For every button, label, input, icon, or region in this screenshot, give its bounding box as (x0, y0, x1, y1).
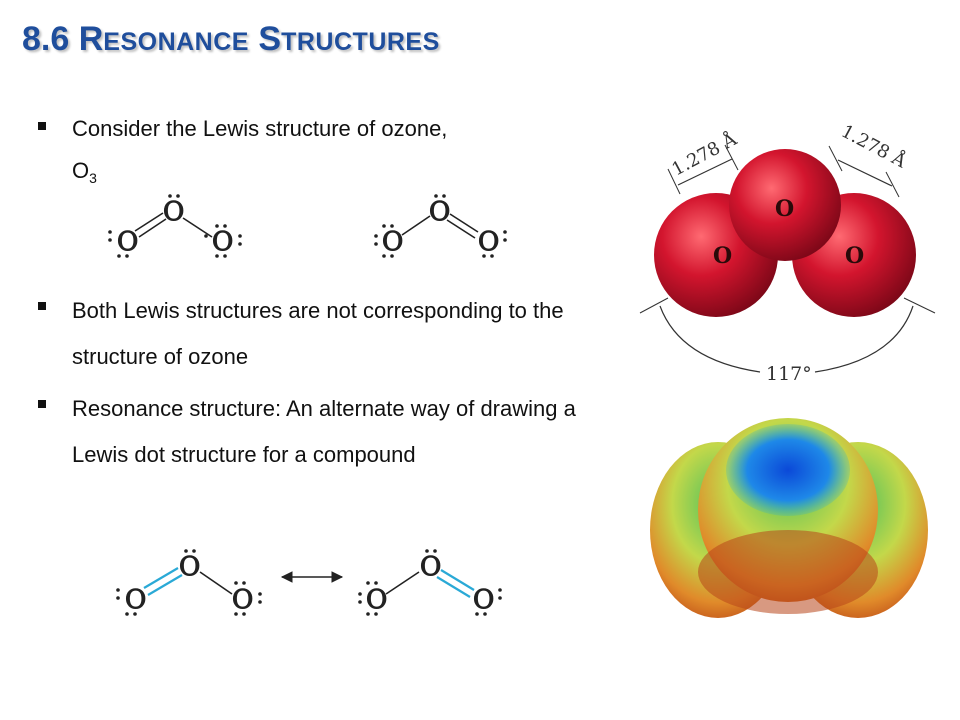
ozone-formula: O3 (72, 158, 97, 186)
oxygen-label: O (775, 196, 794, 222)
oxygen-label: O (845, 243, 864, 269)
double-bond-line (143, 567, 179, 589)
bullet-marker (38, 122, 46, 130)
single-bond-line (182, 217, 213, 238)
oxygen-atom: O (429, 197, 450, 227)
bond-length-left-annotation: 1.278 Å (667, 128, 741, 195)
bullet-text: Resonance structure: An alternate way of… (72, 396, 576, 467)
bullet-resonance-definition: Resonance structure: An alternate way of… (38, 386, 592, 478)
oxygen-atom: O (212, 227, 233, 257)
bullet-marker (38, 400, 46, 408)
single-bond-line (385, 571, 420, 595)
lewis-structure-right: O O O (374, 194, 507, 258)
oxygen-atom: O (478, 227, 499, 257)
oxygen-atom: O (125, 585, 146, 615)
oxygen-sphere-left (654, 193, 778, 317)
bond-length-right-annotation: 1.278 Å (828, 120, 911, 198)
single-bond-line (401, 215, 431, 236)
bullet-not-corresponding: Both Lewis structures are not correspond… (38, 288, 592, 380)
oxygen-atom: O (420, 552, 441, 582)
lone-pair-dots (108, 194, 242, 258)
title-word-1-rest: ESONANCE (103, 28, 249, 56)
bullet-marker (38, 302, 46, 310)
oxygen-label: O (713, 243, 732, 269)
bond-length-label: 1.278 Å (838, 120, 911, 173)
oxygen-atom: O (179, 552, 200, 582)
double-bond-line (147, 574, 183, 596)
lone-pair-dots (374, 194, 507, 258)
oxygen-atom: O (117, 227, 138, 257)
double-bond-line (138, 218, 167, 238)
double-bond-line (446, 219, 476, 239)
bullet-ozone-lewis: Consider the Lewis structure of ozone, O… (38, 108, 592, 199)
title-word-2-rest: TRUCTURES (281, 28, 440, 56)
lone-pair-dots (358, 549, 502, 616)
single-bond-line (199, 571, 233, 595)
oxygen-atom: O (366, 585, 387, 615)
bond-length-label: 1.278 Å (668, 128, 741, 181)
bullet-text: Consider the Lewis structure of ozone, (72, 116, 448, 141)
oxygen-atom: O (382, 227, 403, 257)
oxygen-atom: O (473, 585, 494, 615)
double-bond-line (440, 569, 475, 591)
oxygen-sphere-right (792, 193, 916, 317)
bond-angle-annotation: 117° (639, 297, 936, 385)
resonance-double-arrow (280, 571, 344, 583)
resonance-structure-right: O O O (358, 549, 502, 616)
title-number: 8.6 (22, 20, 70, 58)
title-word-2-initial: S (258, 20, 282, 58)
lone-pair-dots (116, 549, 262, 616)
electrostatic-potential-map (650, 418, 928, 618)
double-bond-line (134, 212, 164, 232)
ozone-space-filling-model: O O O (654, 149, 916, 317)
bullet-text: Both Lewis structures are not correspond… (72, 298, 564, 369)
bond-angle-label: 117° (766, 363, 812, 385)
oxygen-sphere-center (729, 149, 841, 261)
oxygen-atom: O (163, 197, 184, 227)
oxygen-atom: O (232, 585, 253, 615)
title-word-1-initial: R (78, 20, 104, 58)
resonance-structure-left: O O O (116, 549, 262, 616)
lewis-structure-left: O O O (108, 194, 242, 258)
double-bond-line (436, 576, 471, 598)
page-title: 8.6 RESONANCE STRUCTURES (22, 22, 440, 56)
double-bond-line (449, 213, 479, 233)
